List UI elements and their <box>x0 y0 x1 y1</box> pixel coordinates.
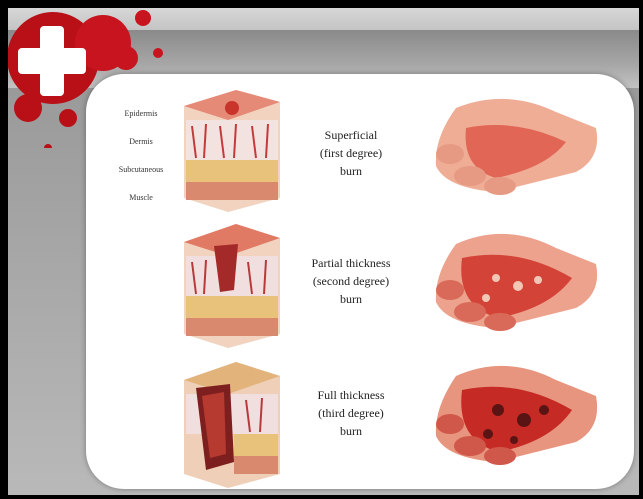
slide: Epidermis Dermis Subcutaneous Muscle <box>8 8 639 495</box>
burn-label-partial-thickness: Partial thickness (second degree) burn <box>286 254 416 308</box>
partial-thickness-burn-hand <box>426 222 606 334</box>
burn-label-full-thickness: Full thickness (third degree) burn <box>286 386 416 440</box>
partial-thickness-burn-skin-section <box>176 220 284 350</box>
burn-label-superficial: Superficial (first degree) burn <box>286 126 416 180</box>
superficial-burn-skin-section <box>176 86 284 214</box>
full-thickness-burn-hand <box>426 354 606 468</box>
full-thickness-burn-skin-section <box>176 358 284 490</box>
skin-layer-labels: Epidermis Dermis Subcutaneous Muscle <box>108 110 174 222</box>
layer-label-dermis: Dermis <box>108 138 174 166</box>
layer-label-muscle: Muscle <box>108 194 174 222</box>
layer-label-epidermis: Epidermis <box>108 110 174 138</box>
layer-label-subcutaneous: Subcutaneous <box>108 166 174 194</box>
superficial-burn-hand <box>426 88 606 198</box>
